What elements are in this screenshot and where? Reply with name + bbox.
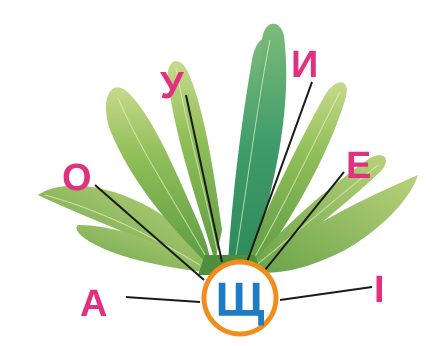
line-i — [280, 287, 372, 300]
line-a — [126, 297, 200, 302]
letter-a: А — [80, 283, 107, 325]
letter-i: І — [374, 269, 385, 311]
letter-ye: Е — [346, 145, 371, 187]
letter-y: И — [291, 44, 318, 86]
letter-o: О — [62, 157, 92, 199]
letter-u: У — [160, 65, 184, 107]
center-letter: Щ — [216, 274, 265, 327]
